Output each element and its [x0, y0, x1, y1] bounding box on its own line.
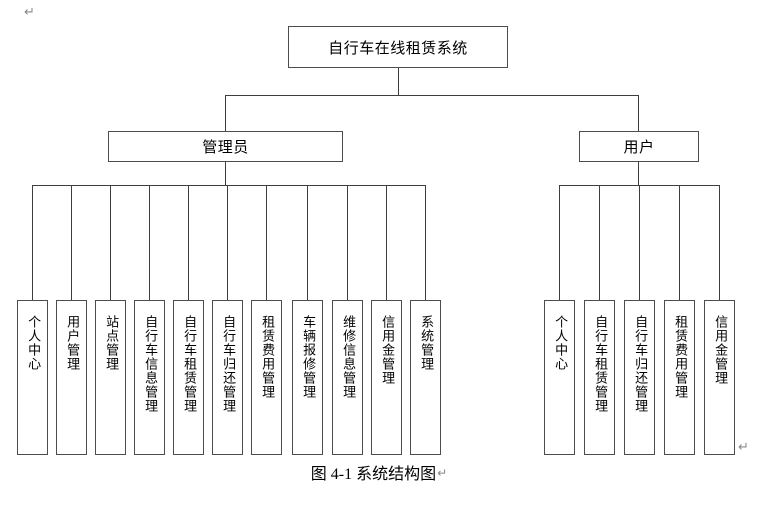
- connector-admin-leaf-drop: [347, 185, 348, 300]
- connector-root-stem: [398, 68, 399, 96]
- connector-level1-bus: [225, 95, 638, 96]
- leaf-node-label: 系统管理: [418, 315, 434, 371]
- leaf-node-label: 租赁费用管理: [672, 315, 688, 399]
- connector-admin-leaf-drop: [188, 185, 189, 300]
- connector-user-leaf-drop: [559, 185, 560, 300]
- leaf-node-admin-9[interactable]: 维修信息管理: [332, 300, 363, 455]
- leaf-node-label: 信用金管理: [379, 315, 395, 385]
- leaf-node-admin-1[interactable]: 个人中心: [17, 300, 48, 455]
- leaf-node-label: 个人中心: [25, 315, 41, 371]
- leaf-node-label: 租赁费用管理: [259, 315, 275, 399]
- leaf-node-user-1[interactable]: 个人中心: [544, 300, 575, 455]
- leaf-node-label: 个人中心: [552, 315, 568, 371]
- root-node-label: 自行车在线租赁系统: [328, 38, 468, 57]
- leaf-node-admin-11[interactable]: 系统管理: [410, 300, 441, 455]
- leaf-node-admin-8[interactable]: 车辆报修管理: [292, 300, 323, 455]
- connector-user-leaf-drop: [599, 185, 600, 300]
- leaf-node-admin-7[interactable]: 租赁费用管理: [251, 300, 282, 455]
- connector-admin-leaf-drop: [266, 185, 267, 300]
- branch-node-user[interactable]: 用户: [579, 131, 699, 162]
- branch-node-administrator[interactable]: 管理员: [108, 131, 343, 162]
- connector-user-leaf-drop: [679, 185, 680, 300]
- connector-admin-stem: [225, 162, 226, 185]
- leaf-node-user-4[interactable]: 租赁费用管理: [664, 300, 695, 455]
- leaf-node-user-2[interactable]: 自行车租赁管理: [584, 300, 615, 455]
- leaf-node-label: 维修信息管理: [340, 315, 356, 399]
- connector-admin-leaf-drop: [32, 185, 33, 300]
- leaf-node-admin-5[interactable]: 自行车租赁管理: [173, 300, 204, 455]
- connector-user-leaf-drop: [719, 185, 720, 300]
- connector-admin-leaf-drop: [386, 185, 387, 300]
- leaf-node-user-5[interactable]: 信用金管理: [704, 300, 735, 455]
- branch-node-user-label: 用户: [623, 138, 655, 156]
- paragraph-return-mark-caption: ↵: [437, 466, 448, 480]
- leaf-node-admin-3[interactable]: 站点管理: [95, 300, 126, 455]
- connector-admin-leaf-drop: [227, 185, 228, 300]
- figure-caption-text: 图 4-1 系统结构图: [310, 466, 437, 483]
- leaf-node-admin-2[interactable]: 用户管理: [56, 300, 87, 455]
- leaf-node-label: 信用金管理: [712, 315, 728, 385]
- leaf-node-label: 自行车归还管理: [220, 315, 236, 413]
- connector-admin-leaf-drop: [149, 185, 150, 300]
- branch-node-administrator-label: 管理员: [202, 138, 249, 156]
- leaf-node-label: 自行车信息管理: [142, 315, 158, 413]
- paragraph-return-mark-bottom-right: ↵: [738, 440, 749, 455]
- leaf-node-label: 自行车租赁管理: [592, 315, 608, 413]
- leaf-node-admin-6[interactable]: 自行车归还管理: [212, 300, 243, 455]
- connector-admin-leaf-drop: [425, 185, 426, 300]
- leaf-node-label: 用户管理: [64, 315, 80, 371]
- connector-admin-leaf-drop: [110, 185, 111, 300]
- connector-user-leaf-drop: [639, 185, 640, 300]
- connector-drop-admin: [225, 95, 226, 131]
- leaf-node-admin-10[interactable]: 信用金管理: [371, 300, 402, 455]
- leaf-node-label: 自行车租赁管理: [181, 315, 197, 413]
- paragraph-return-mark-top: ↵: [24, 5, 35, 20]
- leaf-node-label: 自行车归还管理: [632, 315, 648, 413]
- root-node-bike-rental-system[interactable]: 自行车在线租赁系统: [288, 26, 508, 68]
- leaf-node-label: 站点管理: [103, 315, 119, 371]
- connector-admin-leaf-drop: [307, 185, 308, 300]
- leaf-node-user-3[interactable]: 自行车归还管理: [624, 300, 655, 455]
- leaf-node-admin-4[interactable]: 自行车信息管理: [134, 300, 165, 455]
- connector-drop-user: [638, 95, 639, 131]
- connector-user-stem: [638, 162, 639, 185]
- leaf-node-label: 车辆报修管理: [300, 315, 316, 399]
- connector-admin-leaf-drop: [71, 185, 72, 300]
- connector-admin-bus: [32, 185, 425, 186]
- figure-caption: 图 4-1 系统结构图↵: [0, 460, 758, 484]
